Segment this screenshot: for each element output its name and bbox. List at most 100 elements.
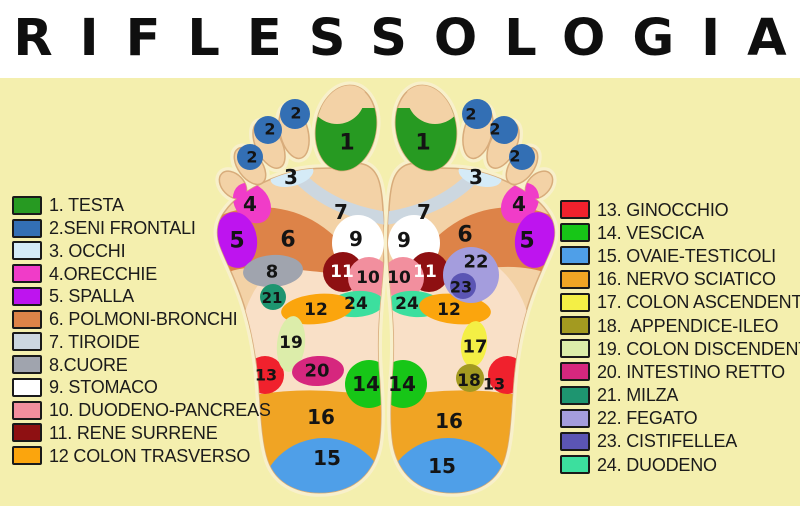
zone-number-2: 2 (264, 120, 275, 139)
legend-swatch-14 (560, 223, 590, 243)
legend-label-13: 13. GINOCCHIO (597, 199, 729, 220)
legend-label-23: 23. CISTIFELLEA (597, 431, 738, 452)
zone-number-12: 12 (437, 300, 461, 320)
zone-number-18: 18 (457, 371, 481, 391)
legend-label-4: 4.ORECCHIE (49, 263, 158, 284)
zone-number-3: 3 (469, 165, 483, 189)
legend-label-7: 7. TIROIDE (49, 331, 140, 352)
zone-number-20: 20 (304, 361, 329, 382)
legend-item-3: 3. OCCHI (12, 240, 271, 263)
zone-number-4: 4 (512, 192, 526, 216)
zone-number-22: 22 (463, 252, 488, 273)
legend-label-15: 15. OVAIE-TESTICOLI (597, 245, 776, 266)
zone-number-8: 8 (266, 262, 279, 283)
legend-item-2: 2.SENI FRONTALI (12, 217, 271, 240)
legend-swatch-6 (12, 309, 42, 329)
zone-number-13: 13 (483, 375, 505, 394)
legend-swatch-1 (12, 195, 42, 215)
zone-number-1: 1 (415, 131, 430, 156)
zone-number-14: 14 (388, 372, 416, 396)
legend-item-15: 15. OVAIE-TESTICOLI (560, 244, 800, 267)
legend-swatch-4 (12, 264, 42, 284)
legend-item-6: 6. POLMONI-BRONCHI (12, 308, 271, 331)
zone-18-appendix-ileum (456, 364, 484, 392)
legend-item-11: 11. RENE SURRENE (12, 422, 271, 445)
zone-number-5: 5 (519, 229, 534, 254)
legend-label-20: 20. INTESTINO RETTO (597, 361, 785, 382)
legend-item-7: 7. TIROIDE (12, 331, 271, 354)
legend-item-13: 13. GINOCCHIO (560, 198, 800, 221)
zone-number-15: 15 (313, 446, 341, 470)
legend-item-21: 21. MILZA (560, 384, 800, 407)
zone-number-10: 10 (387, 268, 411, 288)
legend-item-9: 9. STOMACO (12, 376, 271, 399)
page-title: RIFLESSOLOGIA (13, 9, 800, 68)
zone-number-19: 19 (279, 333, 303, 353)
legend-label-3: 3. OCCHI (49, 240, 126, 261)
legend-swatch-21 (560, 385, 590, 405)
legend-swatch-15 (560, 246, 590, 266)
legend-swatch-7 (12, 332, 42, 352)
legend-item-17: 17. COLON ASCENDENTE (560, 291, 800, 314)
zone-21-spleen (260, 284, 286, 310)
legend-item-14: 14. VESCICA (560, 221, 800, 244)
zone-number-24: 24 (344, 294, 368, 314)
legend-item-22: 22. FEGATO (560, 407, 800, 430)
zone-number-23: 23 (450, 278, 472, 297)
legend-label-9: 9. STOMACO (49, 377, 158, 398)
legend-label-16: 16. NERVO SCIATICO (597, 269, 776, 290)
legend-item-4: 4.ORECCHIE (12, 262, 271, 285)
legend-swatch-17 (560, 292, 590, 312)
legend-item-1: 1. TESTA (12, 194, 271, 217)
zone-number-2: 2 (509, 147, 520, 166)
legend-label-6: 6. POLMONI-BRONCHI (49, 309, 238, 330)
legend-label-11: 11. RENE SURRENE (49, 422, 218, 443)
zone-number-12: 12 (304, 300, 328, 320)
legend-swatch-23 (560, 431, 590, 451)
legend-item-8: 8.CUORE (12, 353, 271, 376)
legend-item-18: 18. APPENDICE-ILEO (560, 314, 800, 337)
legend-label-5: 5. SPALLA (49, 286, 134, 307)
legend-label-18: 18. APPENDICE-ILEO (597, 315, 779, 336)
legend-item-20: 20. INTESTINO RETTO (560, 360, 800, 383)
zone-number-16: 16 (435, 409, 463, 433)
zone-number-15: 15 (428, 454, 456, 478)
zone-number-4: 4 (243, 192, 257, 216)
zone-number-7: 7 (334, 200, 348, 224)
legend-swatch-24 (560, 455, 590, 475)
legend-label-19: 19. COLON DISCENDENTE (597, 338, 800, 359)
zone-number-11: 11 (330, 262, 354, 282)
legend-label-17: 17. COLON ASCENDENTE (597, 292, 800, 313)
zone-number-16: 16 (307, 405, 335, 429)
zone-17-ascending-colon (460, 321, 488, 367)
zone-19-descending-colon (276, 316, 306, 372)
legend-swatch-16 (560, 269, 590, 289)
legend-label-14: 14. VESCICA (597, 222, 704, 243)
legend-label-22: 22. FEGATO (597, 408, 698, 429)
legend-swatch-22 (560, 408, 590, 428)
legend-swatch-13 (560, 200, 590, 220)
zone-number-17: 17 (462, 337, 487, 358)
zone-number-2: 2 (465, 105, 476, 124)
legend-swatch-18 (560, 316, 590, 336)
zone-number-9: 9 (349, 227, 363, 251)
legend-label-2: 2.SENI FRONTALI (49, 218, 196, 239)
legend-item-16: 16. NERVO SCIATICO (560, 268, 800, 291)
legend-item-10: 10. DUODENO-PANCREAS (12, 399, 271, 422)
legend-item-5: 5. SPALLA (12, 285, 271, 308)
legend-item-19: 19. COLON DISCENDENTE (560, 337, 800, 360)
zone-number-21: 21 (262, 289, 283, 307)
legend-swatch-10 (12, 400, 42, 420)
left-foot (211, 68, 400, 506)
legend-swatch-20 (560, 362, 590, 382)
zone-8-heart (243, 254, 303, 288)
zone-number-11: 11 (413, 262, 437, 282)
legend-swatch-12 (12, 446, 42, 466)
zone-number-7: 7 (417, 200, 431, 224)
legend-swatch-19 (560, 339, 590, 359)
legend-item-23: 23. CISTIFELLEA (560, 430, 800, 453)
legend-swatch-11 (12, 423, 42, 443)
